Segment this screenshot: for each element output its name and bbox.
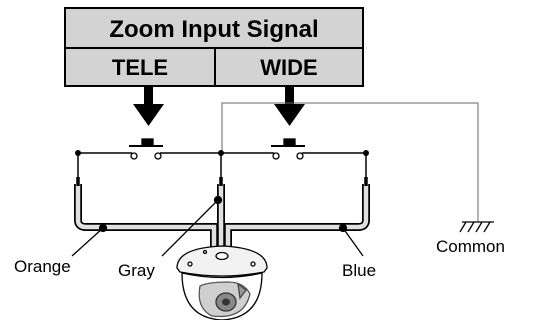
bus-drops — [77, 153, 367, 177]
orange-wire — [74, 177, 218, 248]
blue-label: Blue — [342, 261, 376, 280]
common-label: Common — [436, 237, 505, 256]
table-title: Zoom Input Signal — [109, 16, 318, 43]
ground-icon — [459, 221, 494, 233]
zoom-input-signal-table: Zoom Input Signal TELE WIDE — [64, 7, 364, 87]
blue-wire — [224, 177, 370, 248]
dome-camera-icon — [176, 245, 268, 320]
tele-switch-icon — [129, 138, 163, 160]
common-line — [221, 102, 479, 222]
wide-arrow-icon — [274, 86, 305, 126]
wide-switch-icon — [271, 138, 305, 160]
label-leaders — [71, 195, 364, 257]
tele-label: TELE — [112, 55, 168, 80]
orange-label: Orange — [14, 257, 71, 276]
tele-arrow-icon — [133, 86, 164, 126]
gray-label: Gray — [118, 261, 155, 280]
wide-label: WIDE — [260, 55, 317, 80]
